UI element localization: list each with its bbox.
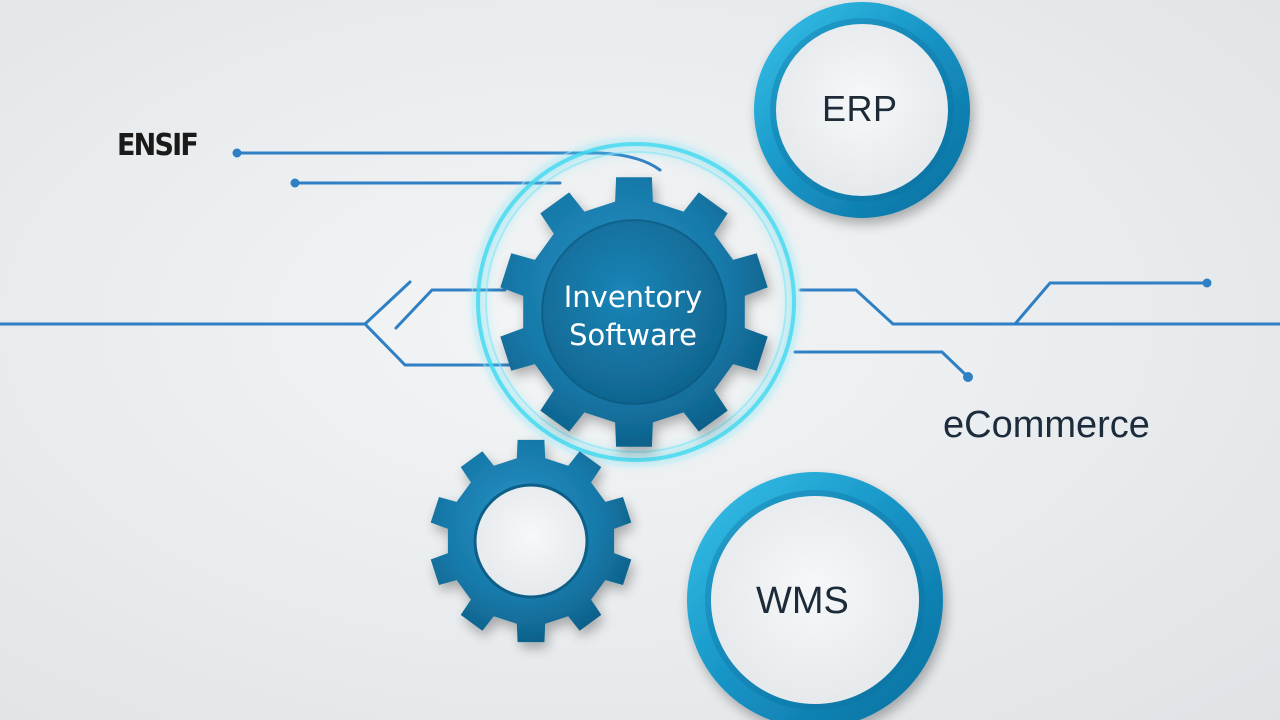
erp-label: ERP xyxy=(822,88,898,129)
connector-node xyxy=(232,148,242,158)
connector-left-main xyxy=(0,280,412,326)
corner-label: ENSIF xyxy=(117,128,199,163)
erp-ring-icon xyxy=(754,2,970,218)
center-glow-ring xyxy=(471,137,801,467)
center-label: Inventory Software xyxy=(528,278,738,354)
connector-node xyxy=(1202,278,1212,288)
connector-left-inner xyxy=(394,288,507,330)
wms-ring-icon xyxy=(687,472,943,720)
ecommerce-label: eCommerce xyxy=(943,404,1150,446)
connector-right-lower xyxy=(793,350,970,379)
connector-node xyxy=(963,372,973,382)
center-gear-icon xyxy=(500,177,768,447)
connector-right-main xyxy=(798,288,1280,326)
center-label-line1: Inventory xyxy=(563,280,703,314)
small-gear-icon xyxy=(430,439,632,643)
connector-node xyxy=(290,178,300,188)
wms-label: WMS xyxy=(756,580,849,622)
center-label-line2: Software xyxy=(569,318,697,352)
connector-right-upper xyxy=(1013,281,1209,326)
connector-top-1 xyxy=(235,151,662,172)
connector-lines xyxy=(0,148,1280,382)
connector-left-branch xyxy=(363,322,522,367)
